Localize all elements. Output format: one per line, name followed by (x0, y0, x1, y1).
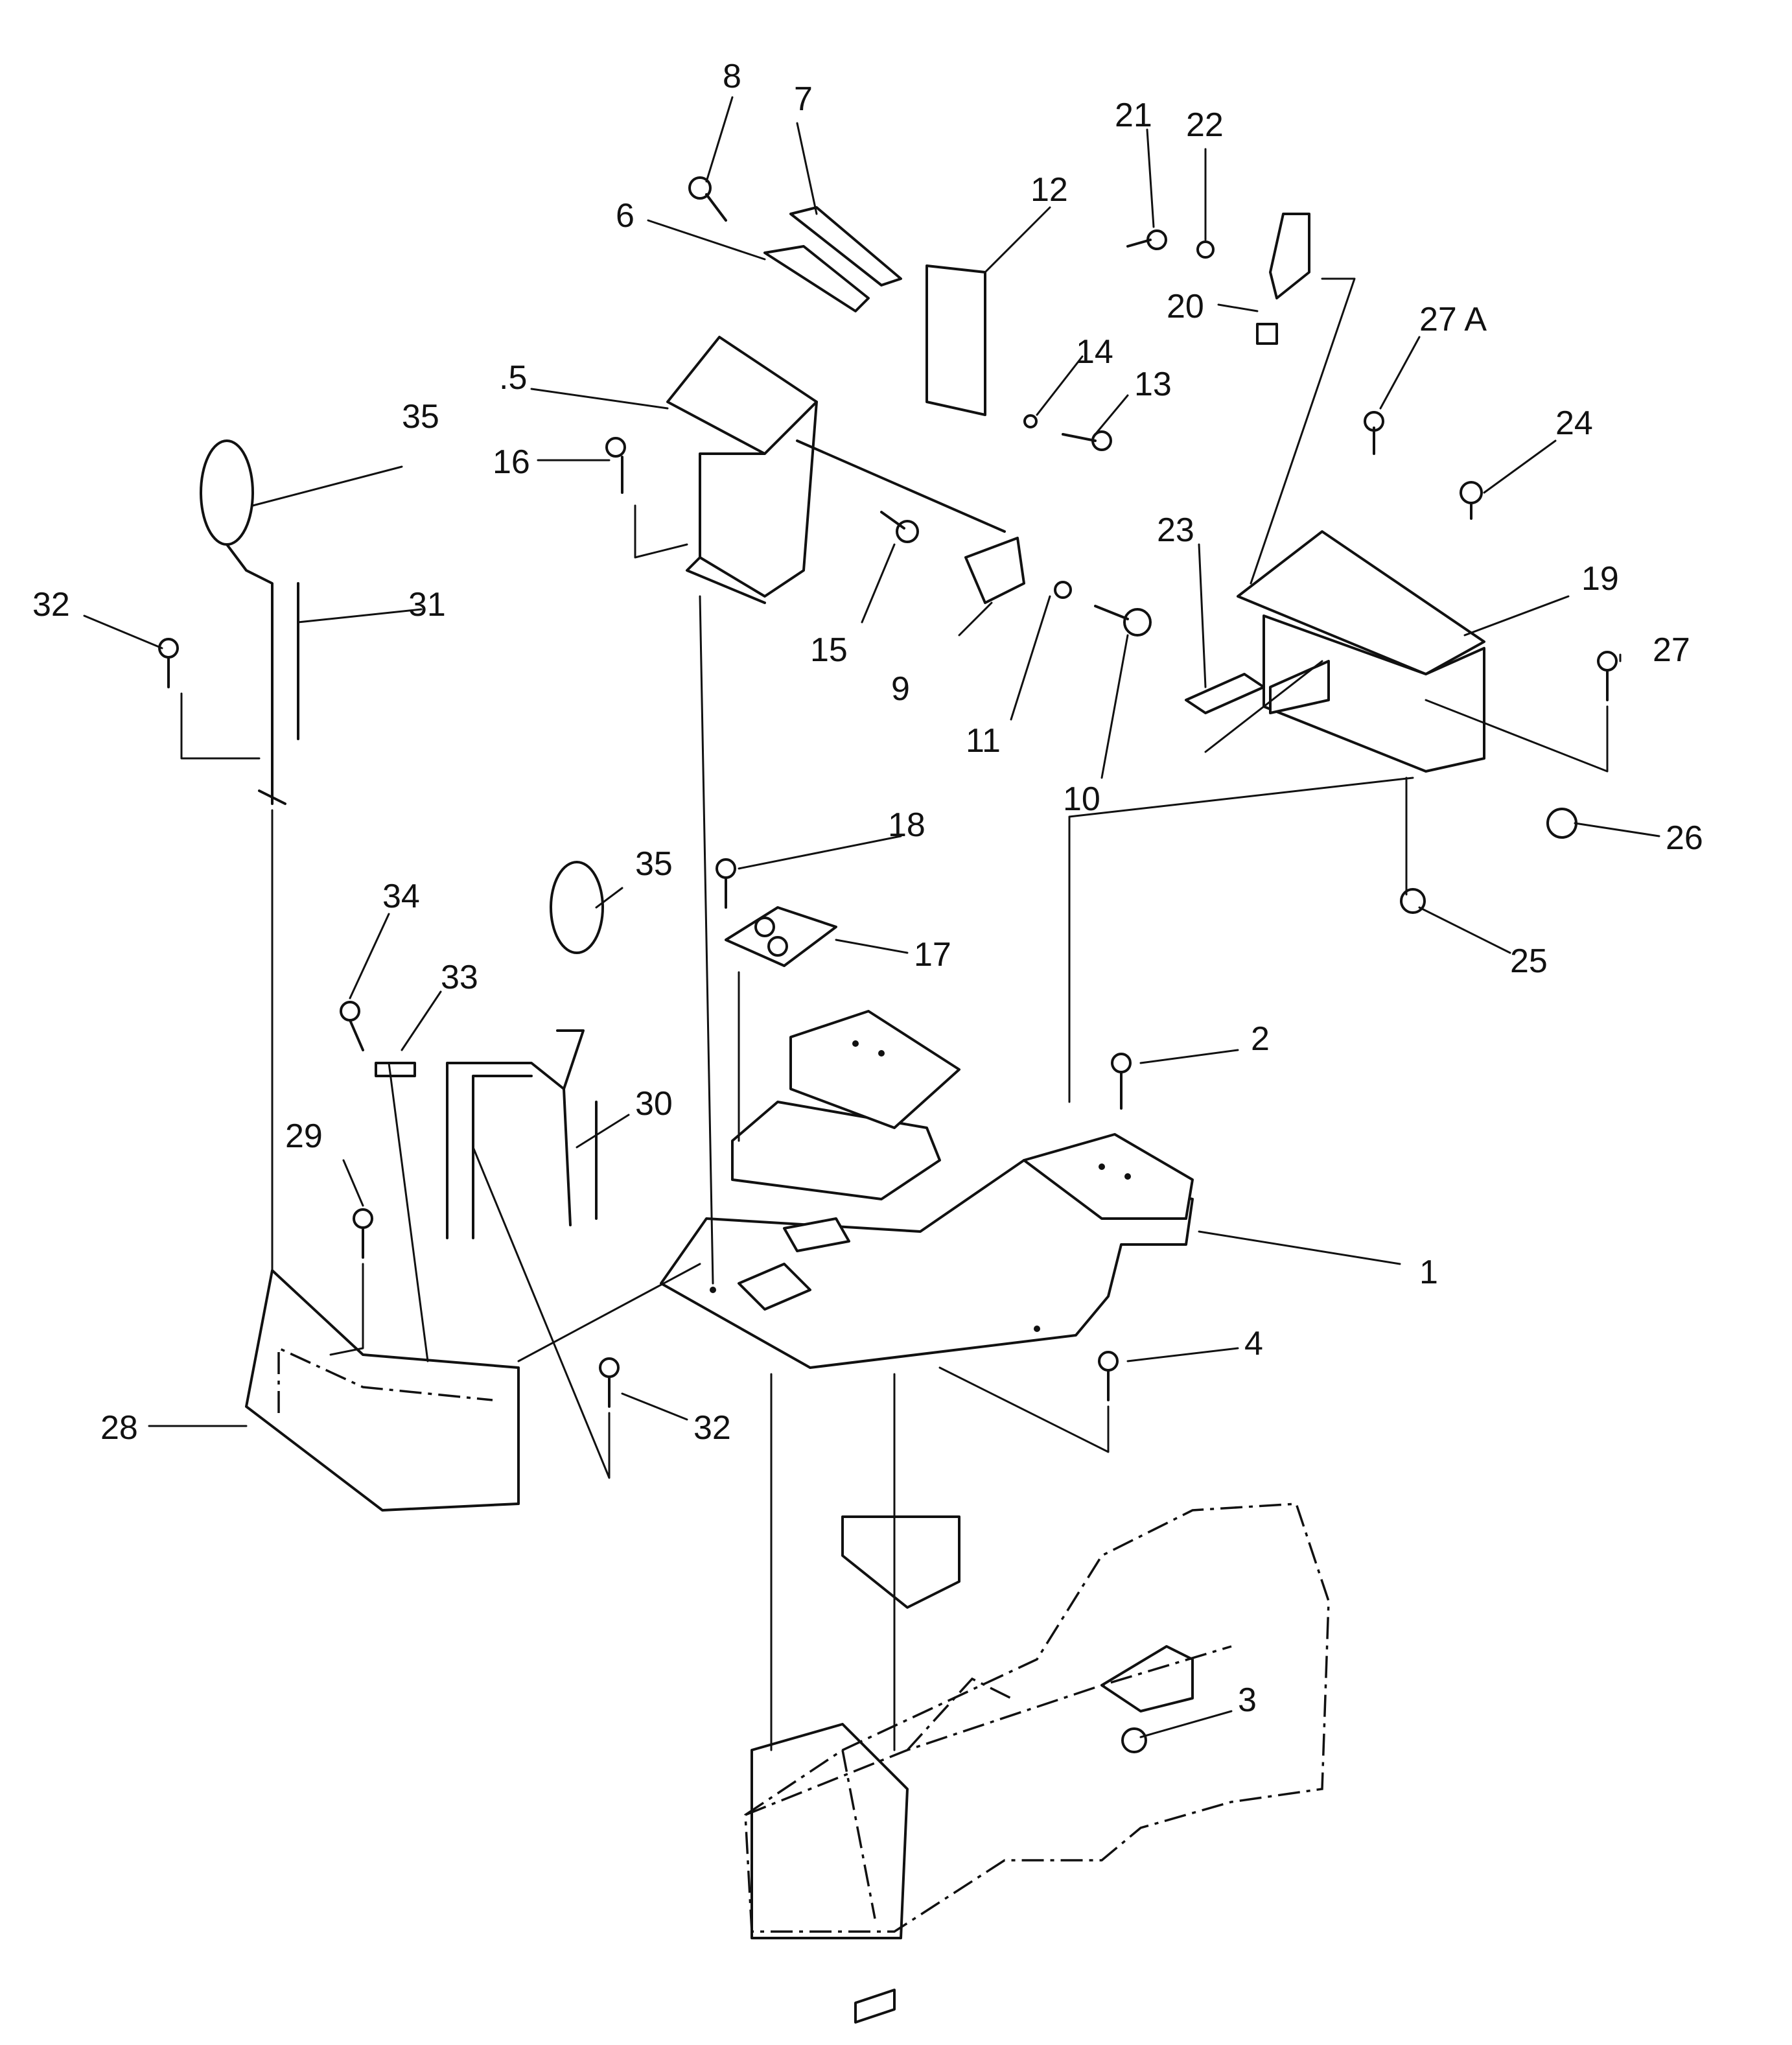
callout-15: 15 (810, 631, 848, 669)
callout-33: 33 (441, 959, 478, 996)
callout-29: 29 (285, 1117, 323, 1155)
callout-11: 11 (966, 722, 1001, 760)
callout-12: 12 (1030, 171, 1068, 209)
callout-28: 28 (100, 1409, 138, 1447)
left-handrail (200, 439, 299, 805)
callout-4: 4 (1244, 1325, 1263, 1362)
callout-18: 18 (888, 806, 925, 844)
callout-30: 30 (635, 1085, 673, 1123)
callout-2: 2 (1251, 1020, 1270, 1058)
callout-20: 20 (1167, 288, 1204, 325)
mirror-35-lower (550, 861, 604, 954)
callout-19: 19 (1581, 560, 1619, 598)
callout-32-lower: 32 (693, 1409, 731, 1447)
callout-34: 34 (382, 878, 420, 915)
leader-lines (83, 96, 1660, 1738)
callout-22: 22 (1186, 106, 1224, 144)
part-20 (1256, 213, 1310, 345)
callout-14: 14 (1076, 333, 1113, 371)
callout-9: 9 (891, 670, 910, 708)
middle-handrail (446, 1029, 598, 1239)
callout-16: 16 (493, 443, 530, 481)
main-frame (744, 1502, 1330, 2024)
callout-6: 6 (616, 197, 634, 235)
callout-27: 27 (1653, 631, 1690, 669)
callout-21: 21 (1115, 97, 1152, 134)
callout-1: 1 (1419, 1254, 1438, 1291)
callout-13: 13 (1134, 366, 1172, 403)
callout-7: 7 (794, 80, 813, 118)
callout-3: 3 (1238, 1681, 1257, 1719)
callout-35-top: 35 (402, 398, 439, 436)
floor-plate (660, 1010, 1194, 1369)
bolts (158, 176, 1618, 1408)
callout-23: 23 (1157, 511, 1194, 549)
callout-24: 24 (1555, 404, 1593, 442)
console-box (1185, 530, 1577, 914)
component-9 (964, 537, 1025, 604)
callout-32-left: 32 (32, 586, 70, 624)
bolt-10 (1094, 605, 1152, 637)
callout-5: .5 (499, 359, 527, 397)
pedestal-assembly (666, 336, 1006, 604)
callout-25: 25 (1510, 942, 1548, 980)
cover-plate (725, 906, 837, 967)
callout-10: 10 (1063, 780, 1100, 818)
side-cover (245, 1269, 520, 1512)
callout-labels: 1 2 3 4 .5 6 7 8 9 10 11 12 13 14 15 16 … (32, 58, 1703, 1719)
callout-31: 31 (408, 586, 446, 624)
callout-27a: 27 A (1419, 301, 1487, 338)
callout-17: 17 (914, 936, 951, 974)
assembly-guide-lines (180, 277, 1609, 1751)
callout-8: 8 (723, 58, 741, 95)
top-brackets (763, 206, 986, 416)
callout-26: 26 (1666, 819, 1703, 857)
callout-35-lower: 35 (635, 845, 673, 883)
